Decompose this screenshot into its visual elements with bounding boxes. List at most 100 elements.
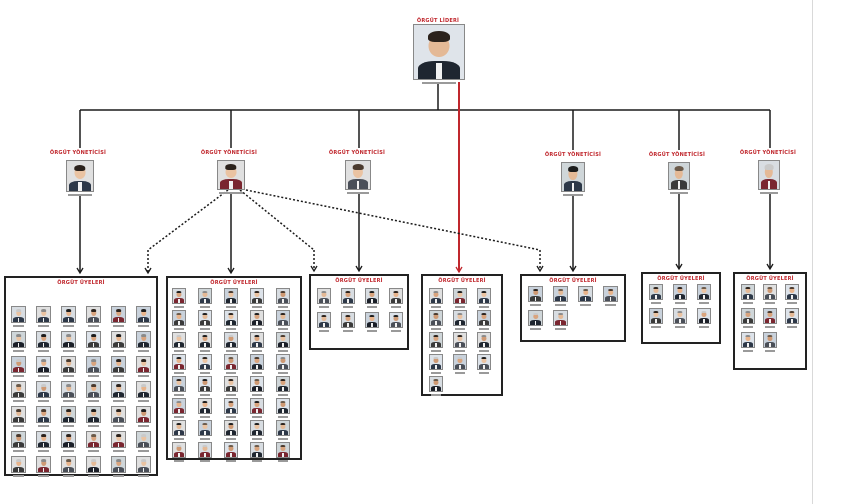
member-photo bbox=[250, 332, 264, 348]
member-name-caption bbox=[278, 306, 288, 308]
member-name-caption bbox=[278, 350, 288, 352]
member-photo bbox=[276, 288, 290, 304]
member-name-caption bbox=[174, 416, 184, 418]
member-photo bbox=[11, 456, 26, 473]
member-name-caption bbox=[226, 350, 236, 352]
member-photo bbox=[276, 420, 290, 436]
member-name-caption bbox=[200, 416, 210, 418]
member-name-caption bbox=[252, 460, 262, 462]
member-name-caption bbox=[580, 304, 591, 306]
member-name-caption bbox=[319, 306, 329, 308]
member-name-caption bbox=[787, 326, 797, 328]
member-photo bbox=[86, 381, 101, 398]
member-photo bbox=[224, 332, 238, 348]
member-name-caption bbox=[200, 328, 210, 330]
member-group-3: ÖRGÜT ÜYELERİ bbox=[309, 274, 409, 350]
member-photo bbox=[136, 381, 151, 398]
member-group-1: ÖRGÜT ÜYELERİ bbox=[4, 276, 158, 477]
manager-4-photo bbox=[561, 162, 585, 192]
member-photo bbox=[763, 284, 777, 300]
member-photo bbox=[250, 398, 264, 414]
member-name-caption bbox=[200, 438, 210, 440]
member-name-caption bbox=[226, 438, 236, 440]
member-photo bbox=[224, 398, 238, 414]
member-name-caption bbox=[455, 350, 465, 352]
member-name-caption bbox=[113, 400, 124, 402]
member-photo bbox=[341, 288, 355, 304]
member-photo bbox=[697, 284, 711, 300]
member-name-caption bbox=[63, 475, 74, 477]
member-name-caption bbox=[278, 394, 288, 396]
member-name-caption bbox=[226, 372, 236, 374]
member-name-caption bbox=[431, 328, 441, 330]
member-photo bbox=[528, 286, 543, 302]
arrow-head bbox=[766, 263, 774, 271]
member-name-caption bbox=[431, 372, 441, 374]
member-photo bbox=[276, 332, 290, 348]
group-7-title: ÖRGÜT ÜYELERİ bbox=[746, 276, 794, 282]
member-photo bbox=[224, 442, 238, 458]
member-photo bbox=[578, 286, 593, 302]
member-photo bbox=[250, 442, 264, 458]
member-photo bbox=[276, 398, 290, 414]
member-photo bbox=[111, 406, 126, 423]
page-edge-divider bbox=[812, 0, 813, 504]
member-photo bbox=[317, 312, 331, 328]
member-photo bbox=[11, 306, 26, 323]
member-photo bbox=[453, 354, 467, 370]
arrow-head bbox=[310, 265, 318, 273]
member-name-caption bbox=[605, 304, 616, 306]
member-name-caption bbox=[252, 438, 262, 440]
member-photo bbox=[86, 356, 101, 373]
member-name-caption bbox=[38, 375, 49, 377]
member-name-caption bbox=[174, 372, 184, 374]
member-photo bbox=[317, 288, 331, 304]
member-photo bbox=[36, 381, 51, 398]
member-name-caption bbox=[319, 330, 329, 332]
member-name-caption bbox=[174, 328, 184, 330]
member-name-caption bbox=[651, 302, 661, 304]
arrow-head bbox=[675, 263, 683, 271]
manager-1-photo bbox=[66, 160, 94, 192]
group-4-title: ÖRGÜT ÜYELERİ bbox=[438, 278, 486, 284]
member-photo bbox=[11, 331, 26, 348]
member-name-caption bbox=[88, 375, 99, 377]
member-name-caption bbox=[347, 192, 369, 194]
member-photo bbox=[86, 456, 101, 473]
member-photo bbox=[785, 308, 799, 324]
dotted-link-line bbox=[245, 189, 541, 251]
group-6-title: ÖRGÜT ÜYELERİ bbox=[657, 276, 705, 282]
member-name-caption bbox=[88, 475, 99, 477]
member-photo bbox=[11, 381, 26, 398]
member-name-caption bbox=[479, 306, 489, 308]
member-photo bbox=[224, 420, 238, 436]
member-name-caption bbox=[343, 306, 353, 308]
member-group-7: ÖRGÜT ÜYELERİ bbox=[733, 272, 807, 370]
member-name-caption bbox=[530, 328, 541, 330]
member-name-caption bbox=[113, 450, 124, 452]
member-name-caption bbox=[455, 328, 465, 330]
member-photo bbox=[673, 308, 687, 324]
arrow-head bbox=[455, 266, 463, 274]
member-photo bbox=[429, 354, 443, 370]
member-name-caption bbox=[13, 350, 24, 352]
manager-5-photo bbox=[668, 162, 690, 190]
manager-5-title: ÖRGÜT YÖNETİCİSİ bbox=[648, 152, 706, 158]
member-name-caption bbox=[63, 350, 74, 352]
member-name-caption bbox=[138, 375, 149, 377]
member-photo bbox=[61, 456, 76, 473]
member-photo bbox=[86, 306, 101, 323]
member-photo bbox=[198, 310, 212, 326]
member-photo bbox=[649, 308, 663, 324]
member-photo bbox=[36, 456, 51, 473]
member-photo bbox=[86, 331, 101, 348]
member-photo bbox=[276, 310, 290, 326]
member-photo bbox=[136, 306, 151, 323]
group-5-title: ÖRGÜT ÜYELERİ bbox=[549, 278, 597, 284]
member-name-caption bbox=[278, 372, 288, 374]
member-photo bbox=[528, 310, 543, 326]
member-name-caption bbox=[88, 350, 99, 352]
member-photo bbox=[136, 356, 151, 373]
